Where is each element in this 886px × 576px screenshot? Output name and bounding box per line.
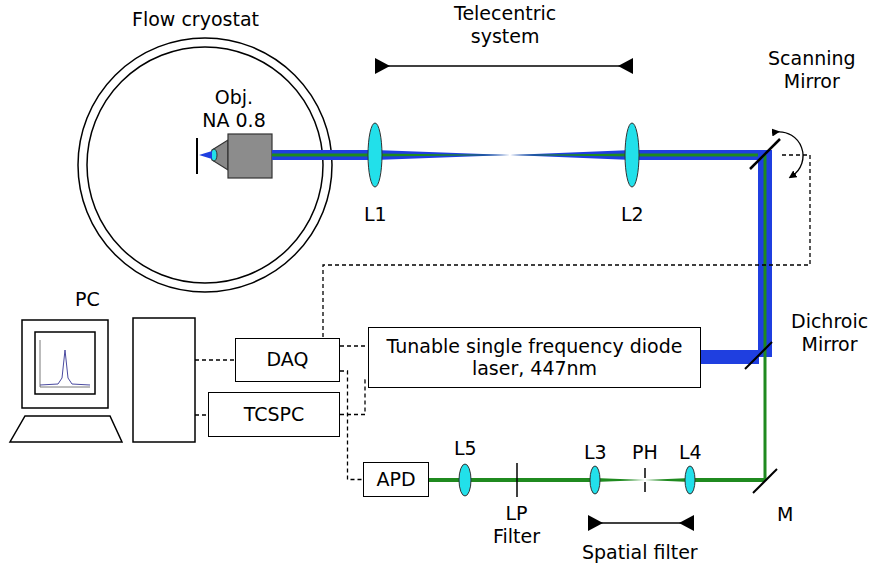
rotation-arrow <box>776 132 803 176</box>
objective-nose <box>212 140 228 170</box>
focused-beam <box>199 151 212 159</box>
pinhole <box>644 482 646 492</box>
objective-label: Obj. NA 0.8 <box>200 86 268 132</box>
box-text: APD <box>368 467 423 493</box>
monitor <box>22 320 108 408</box>
excitation-beam <box>272 150 772 160</box>
lens <box>625 123 639 187</box>
laser-beam <box>693 350 759 364</box>
dimension-bracket <box>592 522 690 524</box>
cryostat-inner-wall <box>87 47 323 283</box>
lens-label: L3 <box>584 441 607 464</box>
fold-mirror <box>753 469 777 493</box>
bracket-label: Spatial filter <box>582 541 698 564</box>
lens-label: L4 <box>679 441 702 464</box>
control-wire <box>323 155 810 338</box>
mirror-label: Dichroic Mirror <box>791 310 868 356</box>
lens <box>459 464 471 496</box>
cryostat-outer-wall <box>78 38 332 292</box>
cryostat-label: Flow cryostat <box>132 8 259 31</box>
sample <box>196 138 198 174</box>
lens-label: L2 <box>621 203 644 226</box>
objective-body <box>228 134 272 178</box>
bracket-end <box>588 515 694 531</box>
lens <box>590 466 600 494</box>
mirror-label: M <box>777 503 793 526</box>
detector-box: APD <box>363 462 429 497</box>
laser-box: Tunable single frequency diode laser, 44… <box>368 327 701 388</box>
dimension-bracket <box>380 65 628 67</box>
box-text: Tunable single frequency diode laser, 44… <box>369 334 700 382</box>
longpass-filter <box>516 463 518 497</box>
control-wire <box>195 414 208 415</box>
keyboard <box>10 416 122 442</box>
box-text: TCSPC <box>236 402 313 428</box>
mirror-label: Scanning Mirror <box>768 47 856 93</box>
screen <box>35 332 95 394</box>
computer-tower <box>133 318 195 442</box>
scanning-mirror <box>750 139 780 169</box>
box-text: DAQ <box>259 347 317 373</box>
bracket-end <box>375 58 633 74</box>
pinhole-label: PH <box>632 441 658 464</box>
screen-axes <box>40 340 90 387</box>
computer-label: PC <box>75 288 100 311</box>
emission-beam <box>764 155 767 481</box>
filter-label: LP Filter <box>493 502 540 548</box>
lens <box>685 466 695 494</box>
dichroic-mirror <box>745 342 772 369</box>
lens-label: L5 <box>454 437 477 460</box>
lens <box>368 123 382 187</box>
daq-box: DAQ <box>235 338 340 382</box>
signal-wire <box>340 345 368 346</box>
tcspc-box: TCSPC <box>208 392 340 437</box>
signal-wire <box>340 380 368 415</box>
pinhole <box>644 468 646 478</box>
control-wire <box>195 359 235 360</box>
screen-plot <box>40 350 90 385</box>
emission-beam <box>272 154 765 157</box>
bracket-label: Telecentric system <box>454 2 556 48</box>
signal-wire <box>340 371 363 480</box>
lens-label: L1 <box>364 203 387 226</box>
